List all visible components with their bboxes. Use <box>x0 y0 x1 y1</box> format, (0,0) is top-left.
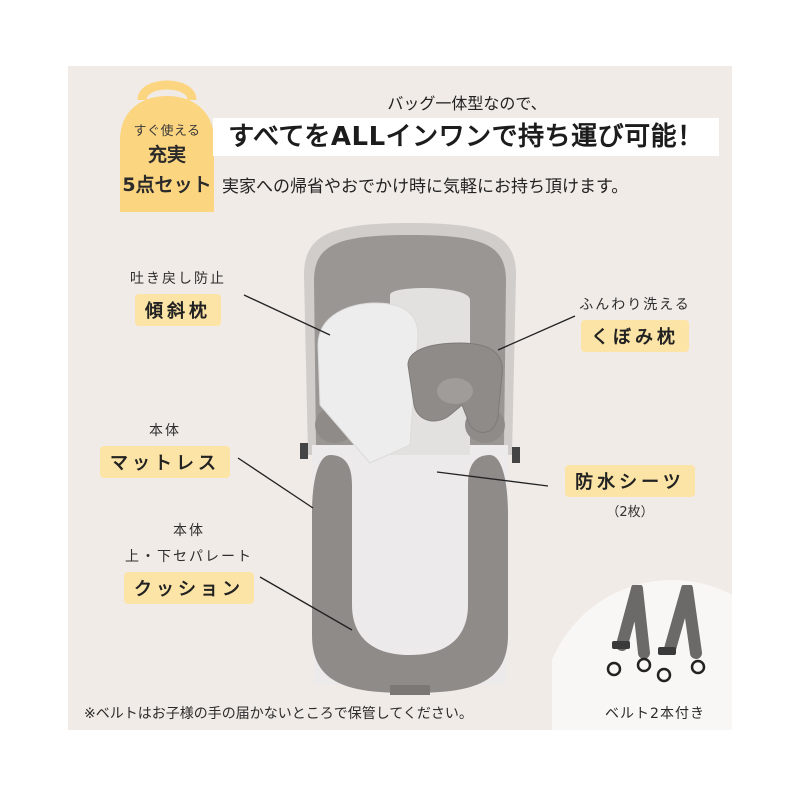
baby-bed-product-image <box>300 223 520 695</box>
cushion-caption: 本体 <box>173 523 205 539</box>
incline-pillow-label: 吐き戻し防止 傾斜枕 <box>126 268 230 326</box>
incline-pillow-tag: 傾斜枕 <box>135 294 221 326</box>
headline-intro: バッグ一体型なので、 <box>387 94 547 113</box>
headline-main: すべてをALLインワンで持ち運び可能！ <box>213 118 719 156</box>
badge-subtitle: すぐ使える <box>133 124 201 139</box>
hollow-pillow-caption: ふんわり洗える <box>579 297 691 313</box>
bag-shape-icon <box>120 80 214 212</box>
badge-title-line1: 充実 <box>147 144 186 166</box>
mattress-tag: マットレス <box>100 446 230 478</box>
belt-caption: ベルト2本付き <box>605 706 705 722</box>
safety-note: ※ベルトはお子様の手の届かないところで保管してください。 <box>84 706 473 722</box>
waterproof-sheet-label: 防水シーツ （2枚） <box>560 465 700 520</box>
waterproof-sheet-note: （2枚） <box>606 505 654 520</box>
shoulder-belts-image <box>606 585 706 683</box>
headline-subtext: 実家への帰省やおでかけ時に気軽にお持ち頂けます。 <box>222 177 629 197</box>
cushion-tag: クッション <box>124 572 254 604</box>
cushion-label: 本体 上・下セパレート クッション <box>104 520 274 604</box>
badge-title-line2: 5点セット <box>122 174 212 196</box>
mattress-caption: 本体 <box>149 423 181 439</box>
set-badge: すぐ使える 充実 5点セット <box>112 72 222 212</box>
waterproof-sheet-tag: 防水シーツ <box>565 465 695 497</box>
incline-pillow-caption: 吐き戻し防止 <box>130 271 226 287</box>
hollow-pillow-tag: くぼみ枕 <box>581 320 689 352</box>
mattress-label: 本体 マットレス <box>100 420 230 478</box>
hollow-pillow-label: ふんわり洗える くぼみ枕 <box>560 294 710 352</box>
cushion-caption-2: 上・下セパレート <box>125 549 253 565</box>
